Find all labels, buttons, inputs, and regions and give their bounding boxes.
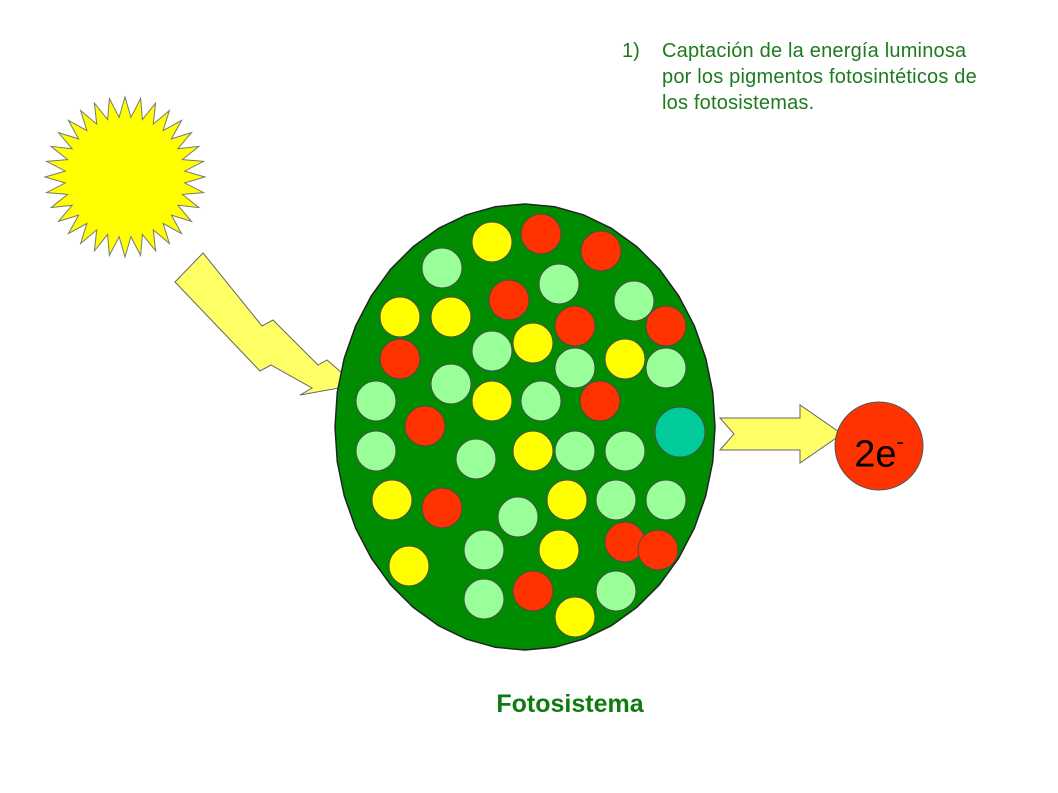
pigment-lightgreen xyxy=(554,430,596,472)
electron-symbol: 2e xyxy=(854,433,897,476)
pigment-lightgreen xyxy=(554,347,596,389)
pigment-red xyxy=(645,305,687,347)
pigment-red xyxy=(404,405,446,447)
pigment-lightgreen xyxy=(613,280,655,322)
electron-label: 2e- xyxy=(834,413,924,479)
electron-charge: - xyxy=(896,429,904,454)
pigment-red xyxy=(579,380,621,422)
pigment-lightgreen xyxy=(645,479,687,521)
reaction-center-pigment xyxy=(654,406,706,458)
pigment-yellow xyxy=(471,221,513,263)
pigment-lightgreen xyxy=(463,578,505,620)
pigment-yellow xyxy=(430,296,472,338)
step-number: 1) xyxy=(622,40,640,62)
pigment-red xyxy=(580,230,622,272)
pigment-lightgreen xyxy=(520,380,562,422)
pigment-red xyxy=(637,529,679,571)
pigment-lightgreen xyxy=(421,247,463,289)
pigment-yellow xyxy=(371,479,413,521)
pigment-lightgreen xyxy=(604,430,646,472)
pigment-yellow xyxy=(554,596,596,638)
pigment-red xyxy=(554,305,596,347)
pigment-yellow xyxy=(379,296,421,338)
pigment-yellow xyxy=(512,430,554,472)
pigment-yellow xyxy=(546,479,588,521)
photosystem-label: Fotosistema xyxy=(496,690,644,718)
pigment-red xyxy=(379,338,421,380)
pigment-group xyxy=(355,213,706,638)
pigment-yellow xyxy=(512,322,554,364)
electron-output-arrow xyxy=(718,404,843,464)
pigment-lightgreen xyxy=(538,263,580,305)
pigment-red xyxy=(488,279,530,321)
pigment-lightgreen xyxy=(463,529,505,571)
pigment-lightgreen xyxy=(430,363,472,405)
step-description: Captación de la energía luminosa por los… xyxy=(662,40,977,114)
pigment-red xyxy=(421,487,463,529)
pigment-lightgreen xyxy=(595,479,637,521)
pigment-yellow xyxy=(604,338,646,380)
pigment-yellow xyxy=(388,545,430,587)
step-annotation: 1) Captación de la energía luminosa por … xyxy=(622,38,982,116)
pigment-lightgreen xyxy=(645,347,687,389)
pigment-lightgreen xyxy=(355,380,397,422)
pigment-lightgreen xyxy=(471,330,513,372)
pigment-yellow xyxy=(471,380,513,422)
pigment-lightgreen xyxy=(595,570,637,612)
pigment-lightgreen xyxy=(497,496,539,538)
pigment-red xyxy=(520,213,562,255)
pigment-lightgreen xyxy=(355,430,397,472)
electron-circle xyxy=(834,401,924,491)
incoming-light-arrow xyxy=(174,252,358,396)
pigment-red xyxy=(512,570,554,612)
pigment-lightgreen xyxy=(455,438,497,480)
sun-icon xyxy=(43,95,207,259)
pigment-yellow xyxy=(538,529,580,571)
